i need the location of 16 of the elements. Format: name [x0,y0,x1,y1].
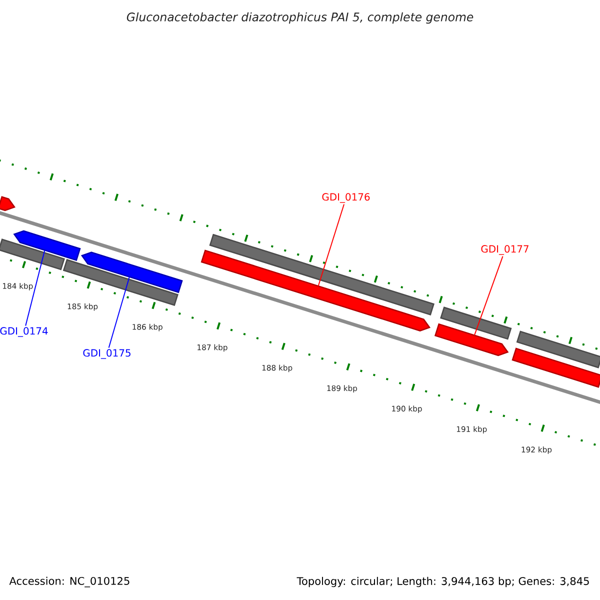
footer-text: Topology: circular; Length: 3,944,163 bp; Genes: 3,845 [296,576,589,588]
footer-text: Accession: NC_010125 [9,576,130,588]
title: Gluconacetobacter diazotrophicus PAI 5, complete genome [126,12,474,24]
leader-line [25,250,46,326]
gene-label: GDI_0176 [322,193,370,203]
gene-bar [440,306,512,340]
leader-line [108,276,130,348]
gene-bar [0,238,65,270]
gene-label: GDI_0174 [0,327,48,337]
leader-line [474,256,504,336]
gene-label: GDI_0177 [481,245,528,255]
gene-feature [200,250,431,332]
leader-line [318,204,345,287]
gene-label: GDI_0175 [83,349,130,359]
gene-bar [512,348,600,388]
gene-feature [0,196,16,212]
